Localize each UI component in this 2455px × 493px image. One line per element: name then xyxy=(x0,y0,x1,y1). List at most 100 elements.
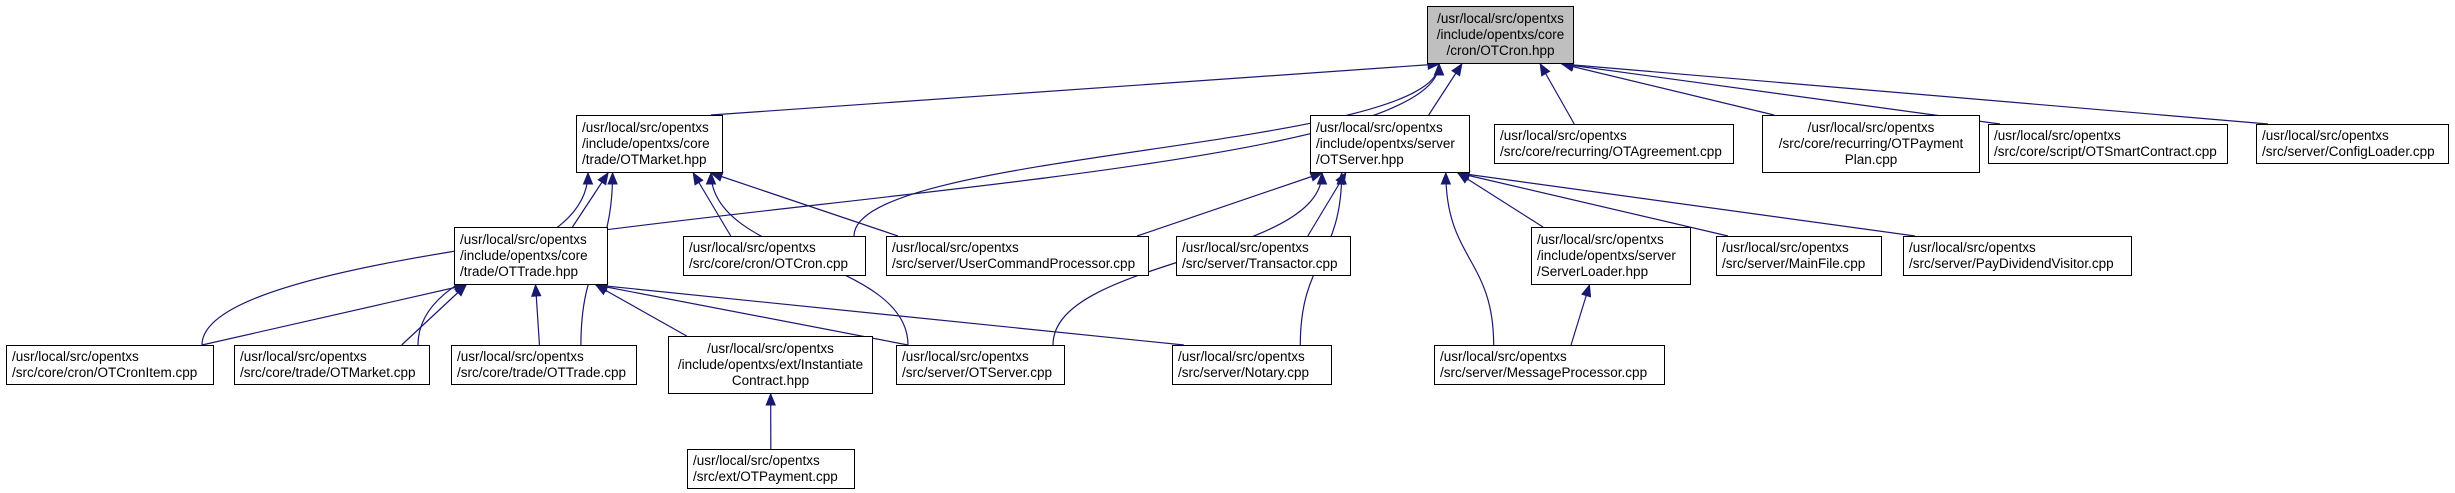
node-line: /src/server/MainFile.cpp xyxy=(1722,256,1866,271)
node-configloader-cpp[interactable]: /usr/local/src/opentxs /src/server/Confi… xyxy=(2256,124,2449,164)
edge-otpaymentplan_cpp-to-otcron_hpp xyxy=(1561,63,1775,116)
node-line: /src/server/MessageProcessor.cpp xyxy=(1440,365,1648,380)
node-line: /usr/local/src/opentxs xyxy=(460,232,587,247)
edge-otcron_cpp-to-otcron_hpp xyxy=(853,63,1440,237)
node-line: /src/server/ConfigLoader.cpp xyxy=(2262,144,2435,159)
node-line: /src/server/OTServer.cpp xyxy=(902,365,1053,380)
node-line: /usr/local/src/opentxs xyxy=(1178,349,1305,364)
node-line: /src/server/Notary.cpp xyxy=(1178,365,1310,380)
edge-arrowhead xyxy=(597,171,609,186)
node-otsmartcontract-cpp[interactable]: /usr/local/src/opentxs /src/core/script/… xyxy=(1988,124,2228,164)
edge-configloader_cpp-to-otcron_hpp xyxy=(1561,63,2269,125)
edge-notary_cpp-to-ottrade_hpp xyxy=(595,284,1185,346)
edge-arrowhead xyxy=(1433,62,1445,76)
node-line: /usr/local/src/opentxs xyxy=(1316,120,1443,135)
edge-arrowhead xyxy=(765,392,776,406)
edge-arrowhead xyxy=(705,171,717,185)
edge-arrowhead xyxy=(692,171,704,186)
node-line: /usr/local/src/opentxs xyxy=(1909,240,2036,255)
edge-arrowhead xyxy=(1451,62,1463,77)
edge-usercommandprocessor_cpp-to-otmarket_hpp xyxy=(710,172,899,237)
node-paydividendvisitor-cpp[interactable]: /usr/local/src/opentxs /src/server/PayDi… xyxy=(1903,236,2132,276)
edge-arrowhead xyxy=(582,171,594,185)
node-line: /src/ext/OTPayment.cpp xyxy=(693,469,838,484)
node-line: /usr/local/src/opentxs xyxy=(707,341,834,356)
node-otcron-cpp[interactable]: /usr/local/src/opentxs /src/core/cron/OT… xyxy=(683,236,866,276)
node-line: /cron/OTCron.hpp xyxy=(1446,43,1555,58)
edge-serverloader_hpp-to-otserver_hpp xyxy=(1457,172,1544,228)
edge-usercommandprocessor_cpp-to-otserver_hpp xyxy=(1136,172,1323,237)
node-otmarket-cpp[interactable]: /usr/local/src/opentxs /src/core/trade/O… xyxy=(234,345,430,385)
node-line: /src/core/recurring/OTPayment xyxy=(1778,136,1964,151)
node-line: /usr/local/src/opentxs xyxy=(1440,349,1567,364)
node-line: /include/opentxs/core xyxy=(1436,27,1565,42)
edge-mainfile_cpp-to-otserver_hpp xyxy=(1457,172,1729,237)
node-line: /usr/local/src/opentxs xyxy=(1994,128,2121,143)
node-line: /src/core/cron/OTCronItem.cpp xyxy=(12,365,198,380)
node-line: /usr/local/src/opentxs xyxy=(892,240,1019,255)
node-line: /trade/OTMarket.hpp xyxy=(582,152,707,167)
node-notary-cpp[interactable]: /usr/local/src/opentxs /src/server/Notar… xyxy=(1172,345,1332,385)
node-otcron-hpp: /usr/local/src/opentxs /include/opentxs/… xyxy=(1427,6,1574,64)
node-line: /usr/local/src/opentxs xyxy=(1437,11,1564,26)
node-line: /include/opentxs/core xyxy=(460,248,588,263)
node-otagreement-cpp[interactable]: /usr/local/src/opentxs /src/core/recurri… xyxy=(1494,124,1734,164)
edge-arrowhead xyxy=(1336,171,1347,185)
node-line: /src/core/trade/OTMarket.cpp xyxy=(240,365,416,380)
node-line: /src/core/script/OTSmartContract.cpp xyxy=(1994,144,2217,159)
node-messageprocessor-cpp[interactable]: /usr/local/src/opentxs /src/server/Messa… xyxy=(1434,345,1665,385)
node-line: /ServerLoader.hpp xyxy=(1537,264,1649,279)
node-line: /usr/local/src/opentxs xyxy=(12,349,139,364)
node-line: /include/opentxs/server xyxy=(1316,136,1455,151)
node-line: /usr/local/src/opentxs xyxy=(582,120,709,135)
node-otserver-cpp[interactable]: /usr/local/src/opentxs /src/server/OTSer… xyxy=(896,345,1065,385)
node-line: /usr/local/src/opentxs xyxy=(240,349,367,364)
node-transactor-cpp[interactable]: /usr/local/src/opentxs /src/server/Trans… xyxy=(1176,236,1351,276)
edge-instantiatecontract_hpp-to-ottrade_hpp xyxy=(595,284,687,337)
edge-otcronitem_cpp-to-ottrade_hpp xyxy=(201,284,467,346)
edge-messageprocessor_cpp-to-otserver_hpp xyxy=(1445,172,1495,346)
node-serverloader-hpp[interactable]: /usr/local/src/opentxs /include/opentxs/… xyxy=(1531,227,1691,285)
edge-otsmartcontract_cpp-to-otcron_hpp xyxy=(1561,63,2001,125)
node-line: /src/server/UserCommandProcessor.cpp xyxy=(892,256,1136,271)
node-line: /usr/local/src/opentxs xyxy=(1500,128,1627,143)
node-otpayment-cpp[interactable]: /usr/local/src/opentxs /src/ext/OTPaymen… xyxy=(687,449,855,489)
node-line: /include/opentxs/ext/Instantiate xyxy=(677,357,864,372)
node-line: /usr/local/src/opentxs xyxy=(902,349,1029,364)
node-line: /src/core/cron/OTCron.cpp xyxy=(689,256,849,271)
edge-arrowhead xyxy=(1539,62,1551,77)
node-ottrade-cpp[interactable]: /usr/local/src/opentxs /src/core/trade/O… xyxy=(451,345,637,385)
node-line: /include/opentxs/core xyxy=(582,136,710,151)
edge-arrowhead xyxy=(531,283,542,297)
node-line: /include/opentxs/server xyxy=(1537,248,1676,263)
node-line: /usr/local/src/opentxs xyxy=(1722,240,1849,255)
edge-arrowhead xyxy=(454,284,467,297)
node-line: /trade/OTTrade.hpp xyxy=(460,264,579,279)
node-otserver-hpp[interactable]: /usr/local/src/opentxs /include/opentxs/… xyxy=(1310,115,1470,173)
edge-arrowhead xyxy=(1316,171,1328,185)
node-usercommandprocessor-cpp[interactable]: /usr/local/src/opentxs /src/server/UserC… xyxy=(886,236,1149,276)
node-line: /src/server/PayDividendVisitor.cpp xyxy=(1909,256,2114,271)
node-ottrade-hpp[interactable]: /usr/local/src/opentxs /include/opentxs/… xyxy=(454,227,608,285)
node-line: /OTServer.hpp xyxy=(1316,152,1404,167)
node-line: /usr/local/src/opentxs xyxy=(693,453,820,468)
node-line: /usr/local/src/opentxs xyxy=(1537,232,1664,247)
node-line: /src/core/trade/OTTrade.cpp xyxy=(457,365,627,380)
edge-arrowhead xyxy=(1440,171,1452,185)
node-line: /usr/local/src/opentxs xyxy=(1182,240,1309,255)
edge-otmarket_hpp-to-otcron_hpp xyxy=(710,63,1440,116)
node-otmarket-hpp[interactable]: /usr/local/src/opentxs /include/opentxs/… xyxy=(576,115,723,173)
node-line: /usr/local/src/opentxs xyxy=(457,349,584,364)
node-line: Contract.hpp xyxy=(731,373,810,388)
node-mainfile-cpp[interactable]: /usr/local/src/opentxs /src/server/MainF… xyxy=(1716,236,1882,276)
edge-otserver_cpp-to-ottrade_hpp xyxy=(595,284,909,346)
node-line: /usr/local/src/opentxs xyxy=(1807,120,1935,135)
node-line: /usr/local/src/opentxs xyxy=(689,240,816,255)
node-otpaymentplan-cpp[interactable]: /usr/local/src/opentxs /src/core/recurri… xyxy=(1762,115,1980,173)
node-otcronitem-cpp[interactable]: /usr/local/src/opentxs /src/core/cron/OT… xyxy=(6,345,214,385)
node-instantiatecontract-hpp[interactable]: /usr/local/src/opentxs /include/opentxs/… xyxy=(668,336,873,394)
edge-paydividendvisitor_cpp-to-otserver_hpp xyxy=(1457,172,1916,237)
edge-arrowhead xyxy=(1581,283,1592,298)
